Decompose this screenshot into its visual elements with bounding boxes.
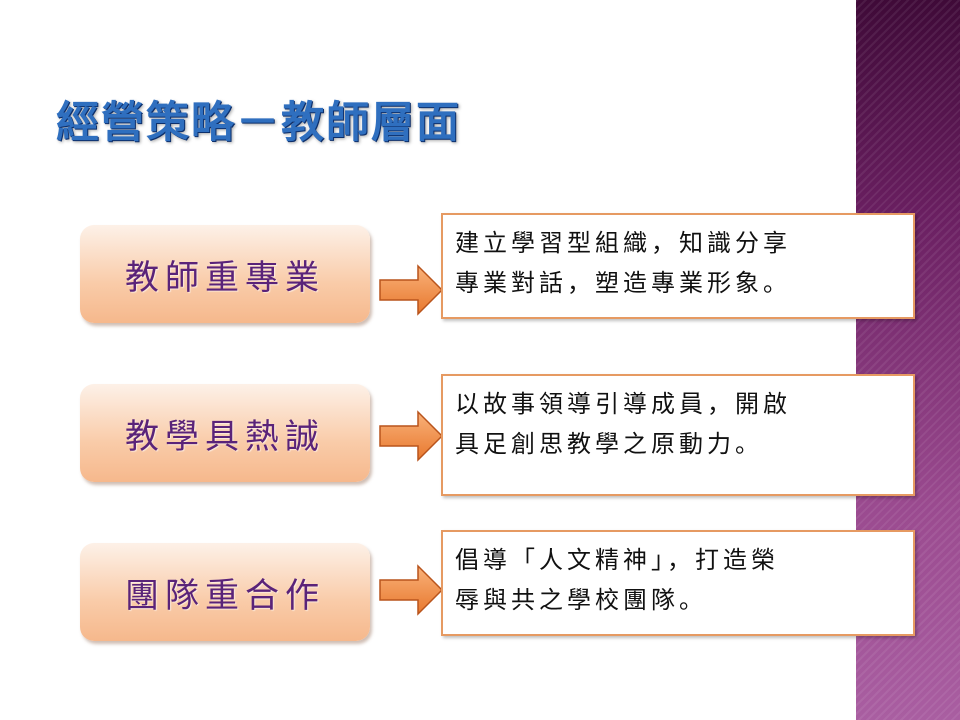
description-line: 專業對話，塑造專業形象。 — [455, 269, 791, 297]
strategy-description-3: 倡導「人文精神」，打造榮 辱與共之學校團隊。 — [441, 530, 915, 636]
strategy-description-1: 建立學習型組織，知識分享 專業對話，塑造專業形象。 — [441, 213, 915, 319]
strategy-label-3: 團隊重合作 — [125, 575, 325, 616]
strategy-pill-3: 團隊重合作 — [80, 543, 370, 641]
strategy-label-2: 教學具熱誠 — [125, 416, 325, 457]
strategy-description-2: 以故事領導引導成員，開啟 具足創思教學之原動力。 — [441, 374, 915, 496]
slide-title: 經營策略－教師層面 — [56, 98, 461, 148]
right-arrow-icon — [379, 264, 444, 316]
strategy-label-1: 教師重專業 — [125, 257, 325, 298]
strategy-pill-1: 教師重專業 — [80, 225, 370, 323]
description-line: 建立學習型組織，知識分享 — [455, 229, 791, 257]
strategy-pill-2: 教學具熱誠 — [80, 384, 370, 482]
right-arrow-icon — [379, 410, 444, 462]
description-line: 以故事領導引導成員，開啟 — [455, 390, 791, 418]
description-line: 倡導「人文精神」，打造榮 — [455, 546, 779, 574]
description-line: 具足創思教學之原動力。 — [455, 430, 763, 458]
right-arrow-icon — [379, 564, 444, 616]
description-line: 辱與共之學校團隊。 — [455, 586, 707, 614]
